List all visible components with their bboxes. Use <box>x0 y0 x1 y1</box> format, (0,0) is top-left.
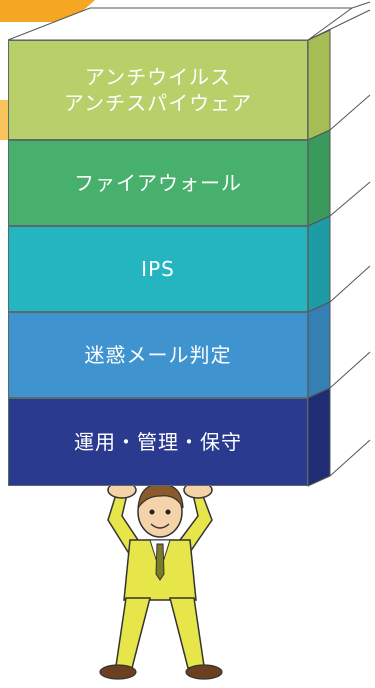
figure-right-eye <box>165 509 171 515</box>
layer-operations: 運用・管理・保守 <box>8 398 308 486</box>
layer-spam-filter-label: 迷惑メール判定 <box>84 343 232 367</box>
figure-hair <box>137 483 184 509</box>
figure-right-shoe <box>185 664 223 680</box>
layer-ips-label: IPS <box>141 257 175 281</box>
banner-bottom <box>0 100 8 140</box>
layer-antivirus-label-2: アンチスパイウェア <box>63 91 253 115</box>
side-face-3 <box>307 215 331 313</box>
businessman-figure <box>99 481 223 680</box>
layer-firewall-label: ファイアウォール <box>74 171 242 195</box>
layer-spam-filter: 迷惑メール判定 <box>8 312 308 398</box>
side-face-4 <box>307 301 331 399</box>
layer-operations-label: 運用・管理・保守 <box>74 430 242 454</box>
figure-mouth <box>150 523 170 529</box>
side-face-5 <box>307 387 331 487</box>
figure-left-eye <box>149 509 155 515</box>
figure-left-leg <box>115 597 151 669</box>
side-face-1 <box>307 29 331 141</box>
figure-right-leg <box>169 597 205 669</box>
layer-antivirus-label-1: アンチウイルス <box>84 65 232 89</box>
perspective-lines <box>307 1 371 477</box>
figure-tie <box>155 543 165 581</box>
layer-firewall: ファイアウォール <box>8 140 308 226</box>
layer-antivirus: アンチウイルス アンチスパイウェア <box>8 40 308 140</box>
layer-ips: IPS <box>8 226 308 312</box>
side-face-2 <box>307 129 331 227</box>
figure-left-shoe <box>99 664 137 680</box>
